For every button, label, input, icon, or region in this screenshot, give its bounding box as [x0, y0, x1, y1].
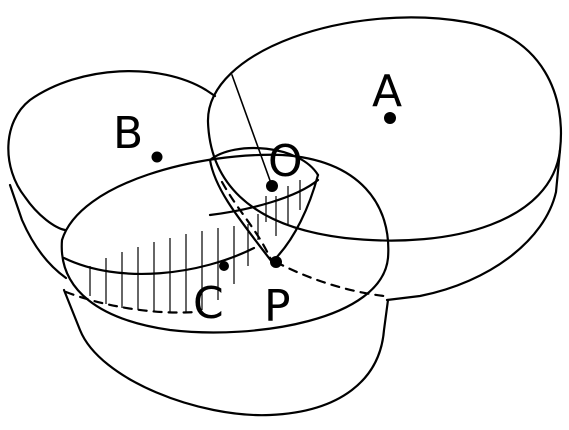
lens-inner-left: [208, 158, 274, 264]
point-o-dot: [266, 180, 278, 192]
hemisphere-a: [206, 16, 562, 302]
label-p: P: [264, 281, 291, 332]
point-b-dot: [151, 151, 163, 163]
label-c: C: [193, 278, 224, 329]
hemisphere-c-rim: [60, 153, 390, 334]
intersection-seams: [64, 180, 386, 314]
label-o: O: [268, 136, 303, 187]
point-p-dot: [270, 256, 282, 268]
hemisphere-b-rim-front: [208, 178, 320, 217]
hemisphere-c-bowl: [62, 288, 390, 417]
point-c-dot: [219, 261, 229, 271]
hemisphere-b-rim-back: [7, 70, 217, 232]
hemisphere-a-bowl: [385, 148, 562, 302]
label-b: B: [113, 108, 143, 159]
center-points: [151, 112, 396, 271]
hemisphere-c: [60, 153, 390, 417]
common-region: [62, 146, 320, 276]
hemisphere-a-rim: [206, 16, 562, 242]
seam-o-p: [220, 180, 274, 264]
hatched-region: [89, 180, 301, 312]
hemisphere-b: [7, 70, 320, 280]
lens-inner-ab: [208, 146, 320, 177]
lens-inner-right: [270, 173, 320, 264]
point-a-dot: [384, 112, 396, 124]
seam-a-c-lower: [274, 260, 386, 298]
radius-line: [231, 74, 273, 187]
lens-c-boundary: [62, 246, 256, 276]
seam-b-c-lower: [64, 290, 198, 314]
hemisphere-b-bowl: [8, 183, 68, 280]
labels: A B O C P: [113, 66, 402, 332]
label-a: A: [372, 66, 402, 117]
